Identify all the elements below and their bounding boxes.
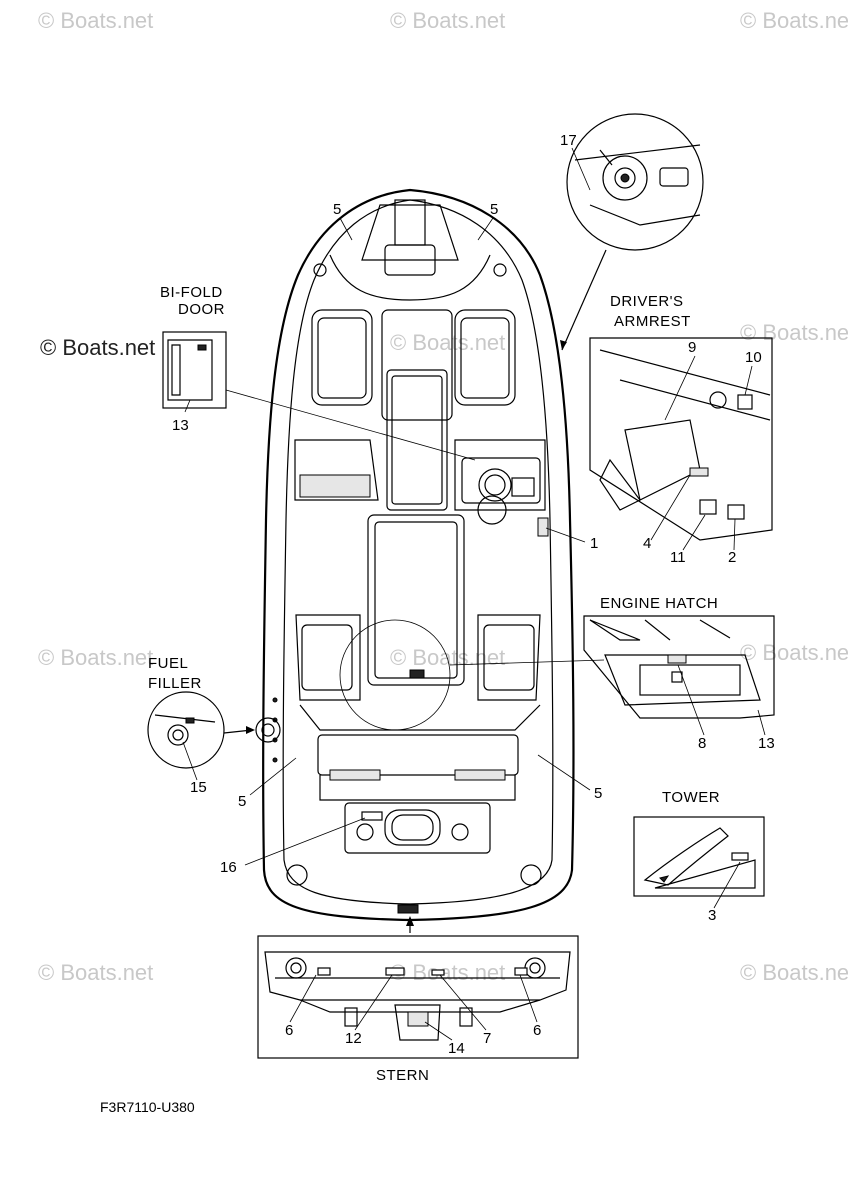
callout-10: 10: [745, 349, 762, 366]
inset-steering: 17: [560, 113, 704, 351]
callout-1: 1: [590, 535, 598, 552]
callout-12: 12: [345, 1030, 362, 1047]
callout-17: 17: [560, 132, 577, 149]
callout-6-right: 6: [533, 1022, 541, 1039]
callout-11: 11: [670, 549, 686, 566]
callout-8: 8: [698, 735, 706, 752]
callout-16: 16: [220, 859, 237, 876]
watermark: © Boats.net: [740, 960, 848, 985]
inset-fuel-filler: FUEL FILLER 15: [147, 655, 255, 796]
caption-fuel-1: FUEL: [148, 655, 188, 672]
watermark: © Boats.net: [390, 8, 505, 33]
inset-tower: TOWER 3: [633, 789, 765, 924]
hull-callouts: 5 5 5 5 16: [220, 201, 602, 876]
callout-7: 7: [483, 1030, 491, 1047]
caption-tower: TOWER: [662, 789, 720, 806]
watermark: © Boats.net: [40, 335, 155, 360]
inset-engine-hatch: ENGINE HATCH 8 13: [449, 595, 775, 752]
caption-bifold-2: DOOR: [178, 301, 225, 318]
watermark: © Boats.net: [740, 8, 848, 33]
watermark: © Boats.net: [38, 645, 153, 670]
part-number: F3R7110-U380: [100, 1099, 195, 1115]
callout-15: 15: [190, 779, 207, 796]
caption-stern: STERN: [376, 1067, 429, 1084]
callout-4: 4: [643, 535, 651, 552]
callout-14: 14: [448, 1040, 465, 1057]
callout-9: 9: [688, 339, 696, 356]
boat-top-view: [255, 188, 575, 922]
callout-13-hatch: 13: [758, 735, 775, 752]
watermark: © Boats.net: [390, 645, 505, 670]
watermark: © Boats.net: [38, 8, 153, 33]
callout-6-left: 6: [285, 1022, 293, 1039]
watermark: © Boats.net: [390, 330, 505, 355]
watermark: © Boats.net: [38, 960, 153, 985]
callout-3: 3: [708, 907, 716, 924]
caption-drivers-1: DRIVER'S: [610, 293, 684, 310]
caption-fuel-2: FILLER: [148, 675, 202, 692]
callout-5-bow-left: 5: [333, 201, 341, 218]
callout-13-bifold: 13: [172, 417, 189, 434]
callout-5-aft-left: 5: [238, 793, 246, 810]
inset-bifold-door: BI-FOLD DOOR 13: [160, 284, 476, 461]
caption-drivers-2: ARMREST: [614, 313, 691, 330]
watermark: © Boats.net: [740, 320, 848, 345]
callout-5-bow-right: 5: [490, 201, 498, 218]
watermark: © Boats.net: [390, 960, 505, 985]
callout-5-aft-right: 5: [594, 785, 602, 802]
caption-engine-hatch: ENGINE HATCH: [600, 595, 718, 612]
watermark-layer: © Boats.net © Boats.net © Boats.net © Bo…: [38, 8, 848, 985]
inset-stern: 6 12 7 6 14 STERN: [257, 916, 579, 1084]
callout-2: 2: [728, 549, 736, 566]
watermark: © Boats.net: [740, 640, 848, 665]
caption-bifold-1: BI-FOLD: [160, 284, 223, 301]
inset-drivers-armrest: DRIVER'S ARMREST 9 10 4 11 2 1: [545, 293, 773, 566]
